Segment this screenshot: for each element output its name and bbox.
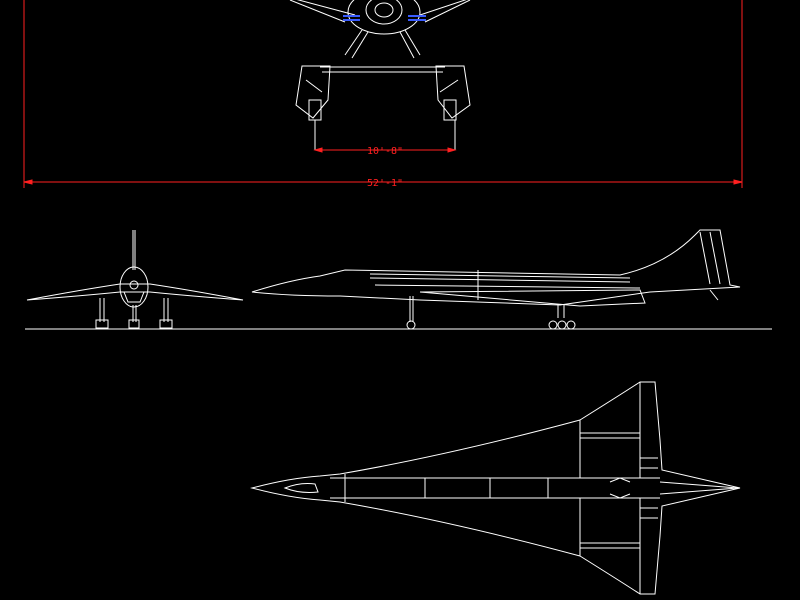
landing-gear-front-detail (289, 0, 471, 150)
fuselage-accent (343, 15, 426, 21)
front-view (26, 230, 244, 329)
overall-span-dimension: 52'-1" (367, 178, 403, 189)
side-view (251, 229, 741, 330)
dimension-frame (23, 0, 743, 188)
plan-view (250, 381, 741, 595)
gear-track-dimension: 10'-8" (367, 146, 403, 157)
